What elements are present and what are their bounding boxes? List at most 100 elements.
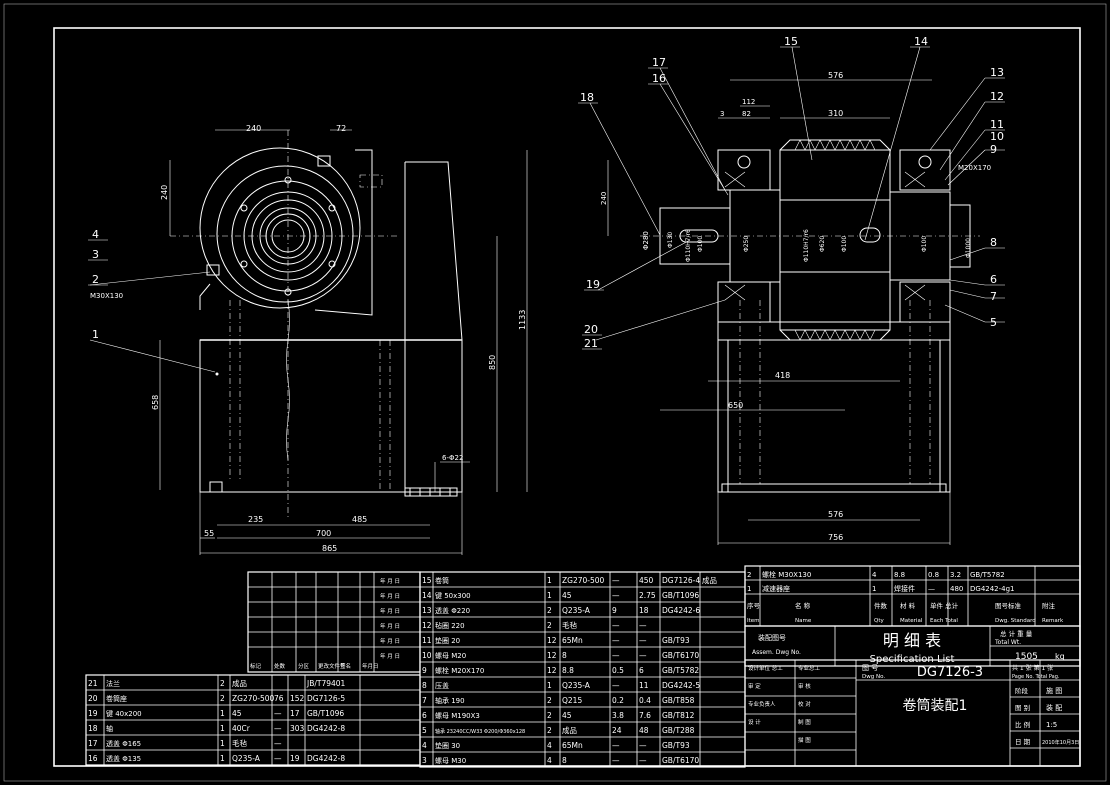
bom-right-cell: 4 <box>872 571 877 579</box>
dim-850: 850 <box>488 355 497 370</box>
dim-576-top: 576 <box>828 71 843 80</box>
dim-3: 3 <box>720 110 724 118</box>
balloon-19: 19 <box>586 278 600 291</box>
dim-865: 865 <box>322 544 337 553</box>
bom-mid-cell: 螺母 M20 <box>435 651 466 660</box>
bom-right-cell: 8.8 <box>894 571 905 579</box>
dia-280: Φ280 <box>642 231 650 250</box>
revision-block: 标记处数分区更改文件号签名年月日年 月 日年 月 日年 月 日年 月 日年 月 … <box>247 571 421 673</box>
balloon-3: 3 <box>92 248 99 261</box>
dia-100-left: Φ100 <box>697 236 704 252</box>
dim-576-bottom: 576 <box>828 510 843 519</box>
drawing-title: 卷筒装配1 <box>903 697 968 714</box>
bom-right-header-en: Remark <box>1042 618 1064 624</box>
sign-label: 专业总工 <box>798 664 821 672</box>
assem-dwg-label: 装配图号 <box>758 633 786 642</box>
bom-mid-cell: 垫圈 30 <box>435 741 460 750</box>
bom-right-header: 单件 总计 <box>930 601 959 610</box>
bom-mid-cell: 11 <box>639 681 649 690</box>
bom-right-header: 名 称 <box>795 601 811 610</box>
bom-mid-cell: — <box>639 636 647 645</box>
dwg-no-label-en: Dwg No. <box>862 674 885 680</box>
bom-left-cell: — <box>274 754 282 763</box>
dia-130: Φ130 <box>667 232 674 248</box>
bom-mid-cell: DG4242-5 <box>662 681 700 690</box>
bom-left-cell: 透盖 Φ135 <box>106 754 141 763</box>
bom-mid-cell: 4 <box>422 741 427 750</box>
dim-240-side: 240 <box>160 185 169 200</box>
balloon-9: 9 <box>990 143 997 156</box>
bom-left-cell: 76 <box>274 694 284 703</box>
bom-left-cell: 20 <box>88 694 98 703</box>
bom-mid-cell: 键 50x300 <box>435 591 471 600</box>
dim-485: 485 <box>352 515 367 524</box>
revision-header: 更改文件号 <box>318 662 346 670</box>
bom-right-cell: 0.8 <box>928 571 939 579</box>
bom-right-header: 图号标准 <box>995 601 1022 610</box>
balloon-7: 7 <box>990 290 997 303</box>
balloon-15: 15 <box>784 35 798 48</box>
bom-right-header: 材 料 <box>900 601 916 610</box>
revision-date: 年 月 日 <box>380 607 400 615</box>
bom-mid-cell: 毡圈 220 <box>435 621 465 630</box>
bom-mid-cell: 48 <box>639 726 649 735</box>
scale-value: 1:5 <box>1046 721 1057 729</box>
bom-mid-cell: — <box>639 741 647 750</box>
bom-mid-cell: 2 <box>547 696 552 705</box>
bom-mid-cell: GB/T812 <box>662 711 695 720</box>
stage-value: 施 图 <box>1046 686 1062 695</box>
bom-mid-cell: 0.2 <box>612 696 624 705</box>
sign-label: 设计单位 总工 <box>748 664 783 672</box>
dia-250: Φ250 <box>743 236 750 252</box>
bom-mid-cell: 8.8 <box>562 666 574 675</box>
dia-110-left: Φ110H7/r6 <box>685 229 692 262</box>
balloon-21: 21 <box>584 337 598 350</box>
bom-left-cell: 17 <box>290 709 300 718</box>
bom-mid-cell: 8 <box>562 651 567 660</box>
bom-left-cell: 40Cr <box>232 724 251 733</box>
bom-left-cell: 成品 <box>232 678 247 688</box>
bom-mid-cell: — <box>612 741 620 750</box>
balloon-12: 12 <box>990 90 1004 103</box>
dim-55: 55 <box>204 529 214 538</box>
balloon-4: 4 <box>92 228 99 241</box>
sheet-info-en: Page No. Total Pag. <box>1012 674 1060 680</box>
bom-right-cell: 2 <box>747 571 751 579</box>
bom-mid-cell: 轴承 23240CC/W33 Φ200/Φ360x128 <box>435 728 525 735</box>
bom-mid-cell: 4 <box>547 756 552 765</box>
total-weight-value: 1505 <box>1015 652 1038 662</box>
dim-112: 112 <box>742 98 755 106</box>
bom-mid-cell: 5 <box>422 726 427 735</box>
bom-mid-cell: 9 <box>422 666 427 675</box>
balloon-16: 16 <box>652 72 666 85</box>
revision-header: 分区 <box>298 662 310 670</box>
bom-mid-cell: GB/T6170 <box>662 651 699 660</box>
revision-date: 年 月 日 <box>380 577 400 585</box>
bom-right-header-en: Item <box>747 618 760 624</box>
right-front-view: 576 112 3 82 310 240 418 650 576 756 M20… <box>578 35 1005 545</box>
bom-mid-cell: — <box>612 681 620 690</box>
bom-right-header-en: Material <box>900 618 923 624</box>
bom-right-cell: DG4242-4g1 <box>970 585 1015 593</box>
date-value: 2010年10月3日 <box>1042 739 1079 746</box>
bom-mid-cell: GB/T6170 <box>662 756 699 765</box>
bom-mid-cell: 12 <box>422 621 432 630</box>
dim-658: 658 <box>151 395 160 410</box>
dim-82: 82 <box>742 110 751 118</box>
bom-left-cell: Q235-A <box>232 754 261 763</box>
bom-right-header-en: Qty <box>874 618 884 624</box>
sign-label: 专业负责人 <box>748 700 776 708</box>
bom-mid-cell: 2 <box>547 711 552 720</box>
bom-mid-cell: 成品 <box>562 725 577 735</box>
bom-left-cell: DG7126-5 <box>307 694 345 703</box>
bom-mid-cell: 螺母 M30 <box>435 756 466 765</box>
revision-header: 标记 <box>250 662 262 670</box>
balloon-18: 18 <box>580 91 594 104</box>
sign-label: 校 对 <box>798 700 811 708</box>
bom-mid-cell: — <box>639 651 647 660</box>
bom-left-cell: — <box>274 739 282 748</box>
bom-left-cell: 16 <box>88 754 98 763</box>
dim-72: 72 <box>336 124 346 133</box>
